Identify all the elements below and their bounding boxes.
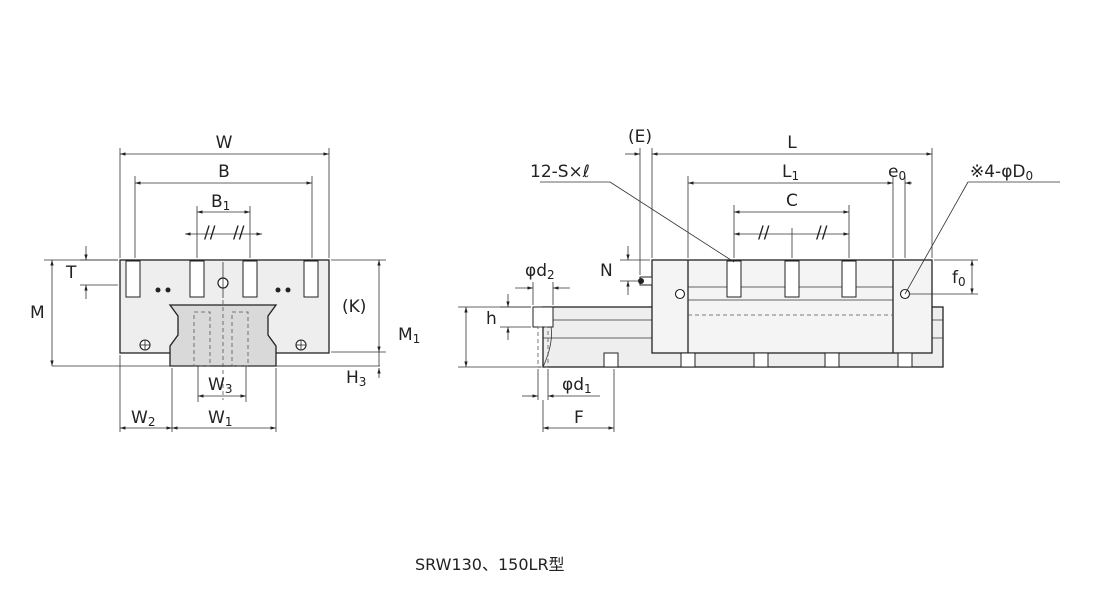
L1-label: L1	[782, 162, 799, 183]
svg-text://: //	[816, 223, 828, 243]
E-label: (E)	[628, 127, 652, 147]
C-label: C	[786, 191, 798, 211]
B-label: B	[218, 162, 230, 182]
H3-label: H3	[346, 368, 366, 389]
W1-label: W1	[208, 408, 232, 429]
W-label: W	[216, 133, 233, 153]
model-caption: SRW130、150LR型	[415, 555, 565, 574]
K-label: (K)	[342, 297, 366, 317]
svg-text://: //	[204, 223, 216, 243]
front-view: W B B1 // // T M (K) H3	[30, 133, 386, 432]
B1-label: B1	[211, 192, 230, 213]
D0-label: ※4-φD0	[970, 162, 1033, 183]
h-label: h	[486, 309, 497, 329]
svg-text://: //	[233, 223, 245, 243]
M-label: M	[30, 303, 45, 323]
d1-label: φd1	[562, 375, 592, 396]
e0-label: e0	[888, 162, 906, 183]
W2-label: W2	[131, 408, 155, 429]
F-label: F	[574, 408, 584, 428]
T-label: T	[65, 263, 77, 283]
d2-label: φd2	[525, 261, 555, 282]
f0-label: f0	[952, 268, 966, 289]
side-view: (E) L L1 e0 C // // 12-S×ℓ ※4-φD0	[398, 127, 1060, 432]
W3-label: W3	[208, 375, 232, 396]
svg-text://: //	[758, 223, 770, 243]
S-label: 12-S×ℓ	[530, 162, 590, 182]
N-label: N	[600, 261, 613, 281]
M1-label: M1	[398, 325, 420, 346]
L-label: L	[787, 133, 797, 153]
